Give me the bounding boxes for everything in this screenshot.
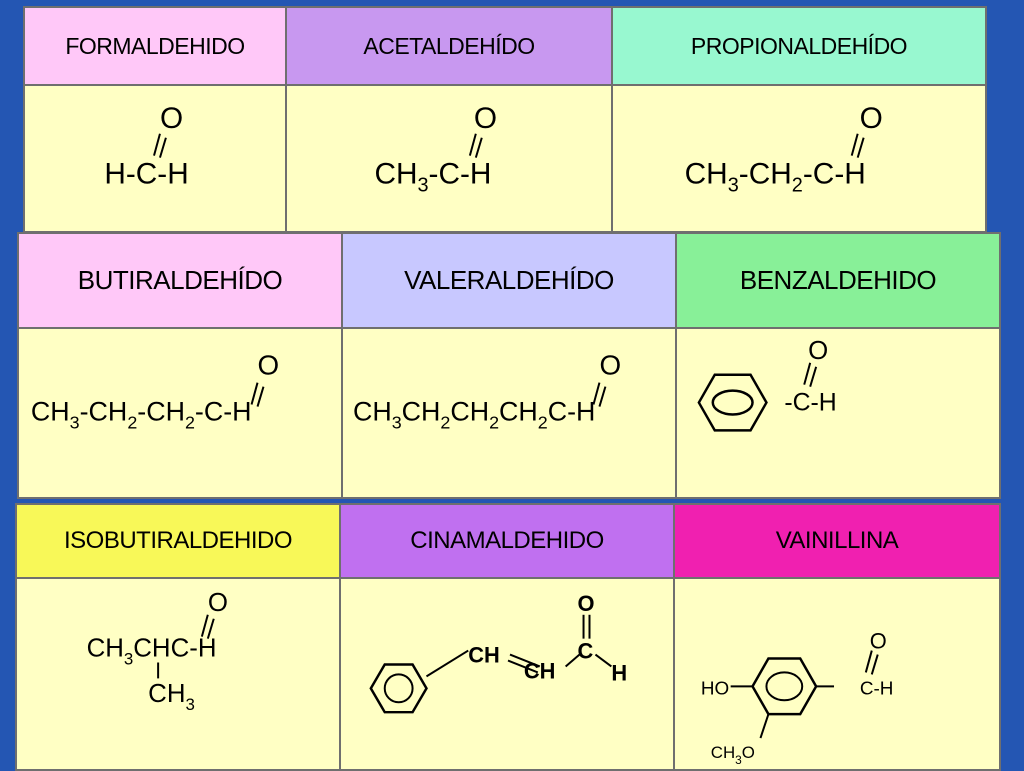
svg-text:O: O (208, 589, 228, 617)
svg-text:-C-H: -C-H (784, 390, 836, 417)
svg-text:O: O (258, 350, 280, 381)
svg-text:H: H (611, 660, 627, 685)
svg-text:O: O (860, 102, 883, 135)
formula-isobutiraldehido: O CH3CHC-H CH3 (15, 577, 341, 771)
svg-text:CH3CH2CH2CH2C-H: CH3CH2CH2CH2C-H (353, 396, 595, 432)
header-valeraldehido: VALERALDEHÍDO (341, 232, 677, 329)
header-vainillina: VAINILLINA (673, 503, 1001, 579)
svg-text:CH3CHC-H: CH3CHC-H (87, 635, 217, 669)
header-butiraldehido: BUTIRALDEHÍDO (17, 232, 343, 329)
svg-text:O: O (599, 350, 621, 381)
header-acetaldehido: ACETALDEHÍDO (285, 6, 613, 86)
benzene-ring-icon (697, 373, 768, 432)
row2-table: BUTIRALDEHÍDO VALERALDEHÍDO BENZALDEHIDO… (17, 232, 1001, 499)
svg-text:CH3-CH2-CH2-C-H: CH3-CH2-CH2-C-H (31, 396, 252, 432)
svg-text:CH3O: CH3O (711, 743, 755, 767)
svg-text:CH: CH (468, 642, 500, 667)
formula-vainillina: HO O C-H CH3O (673, 577, 1001, 771)
svg-text:CH3: CH3 (148, 680, 195, 714)
benzene-ring-icon (369, 663, 428, 714)
row1-table: FORMALDEHIDO ACETALDEHÍDO PROPIONALDEHÍD… (23, 6, 987, 234)
header-benzaldehido: BENZALDEHIDO (675, 232, 1001, 329)
header-cinamaldehido: CINAMALDEHIDO (339, 503, 675, 579)
svg-text:O: O (808, 337, 828, 365)
formula-benzaldehido: O -C-H (675, 327, 1001, 499)
svg-text:CH3-C-H: CH3-C-H (374, 157, 491, 196)
formula-butiraldehido: O CH3-CH2-CH2-C-H (17, 327, 343, 499)
formula-propionaldehido: O CH3-CH2-C-H (611, 83, 987, 234)
svg-text:O: O (578, 591, 595, 616)
formula-acetaldehido: O CH3-C-H (285, 83, 613, 234)
header-formaldehido: FORMALDEHIDO (23, 6, 287, 86)
svg-text:H-C-H: H-C-H (104, 157, 188, 190)
header-isobutiraldehido: ISOBUTIRALDEHIDO (15, 503, 341, 579)
svg-text:C-H: C-H (860, 678, 894, 699)
benzene-ring-icon (751, 657, 818, 716)
formula-valeraldehido: O CH3CH2CH2CH2C-H (341, 327, 677, 499)
svg-text:O: O (160, 102, 183, 135)
formula-formaldehido: O H-C-H (23, 83, 287, 234)
header-propionaldehido: PROPIONALDEHÍDO (611, 6, 987, 86)
svg-text:O: O (870, 629, 887, 654)
svg-text:CH: CH (524, 658, 556, 683)
svg-text:O: O (474, 102, 497, 135)
svg-text:CH3-CH2-C-H: CH3-CH2-C-H (685, 157, 866, 196)
svg-text:C: C (578, 639, 594, 664)
svg-text:HO: HO (701, 678, 729, 699)
formula-cinamaldehido: CH CH C O H (339, 577, 675, 771)
row3-table: ISOBUTIRALDEHIDO CINAMALDEHIDO VAINILLIN… (15, 503, 1001, 771)
